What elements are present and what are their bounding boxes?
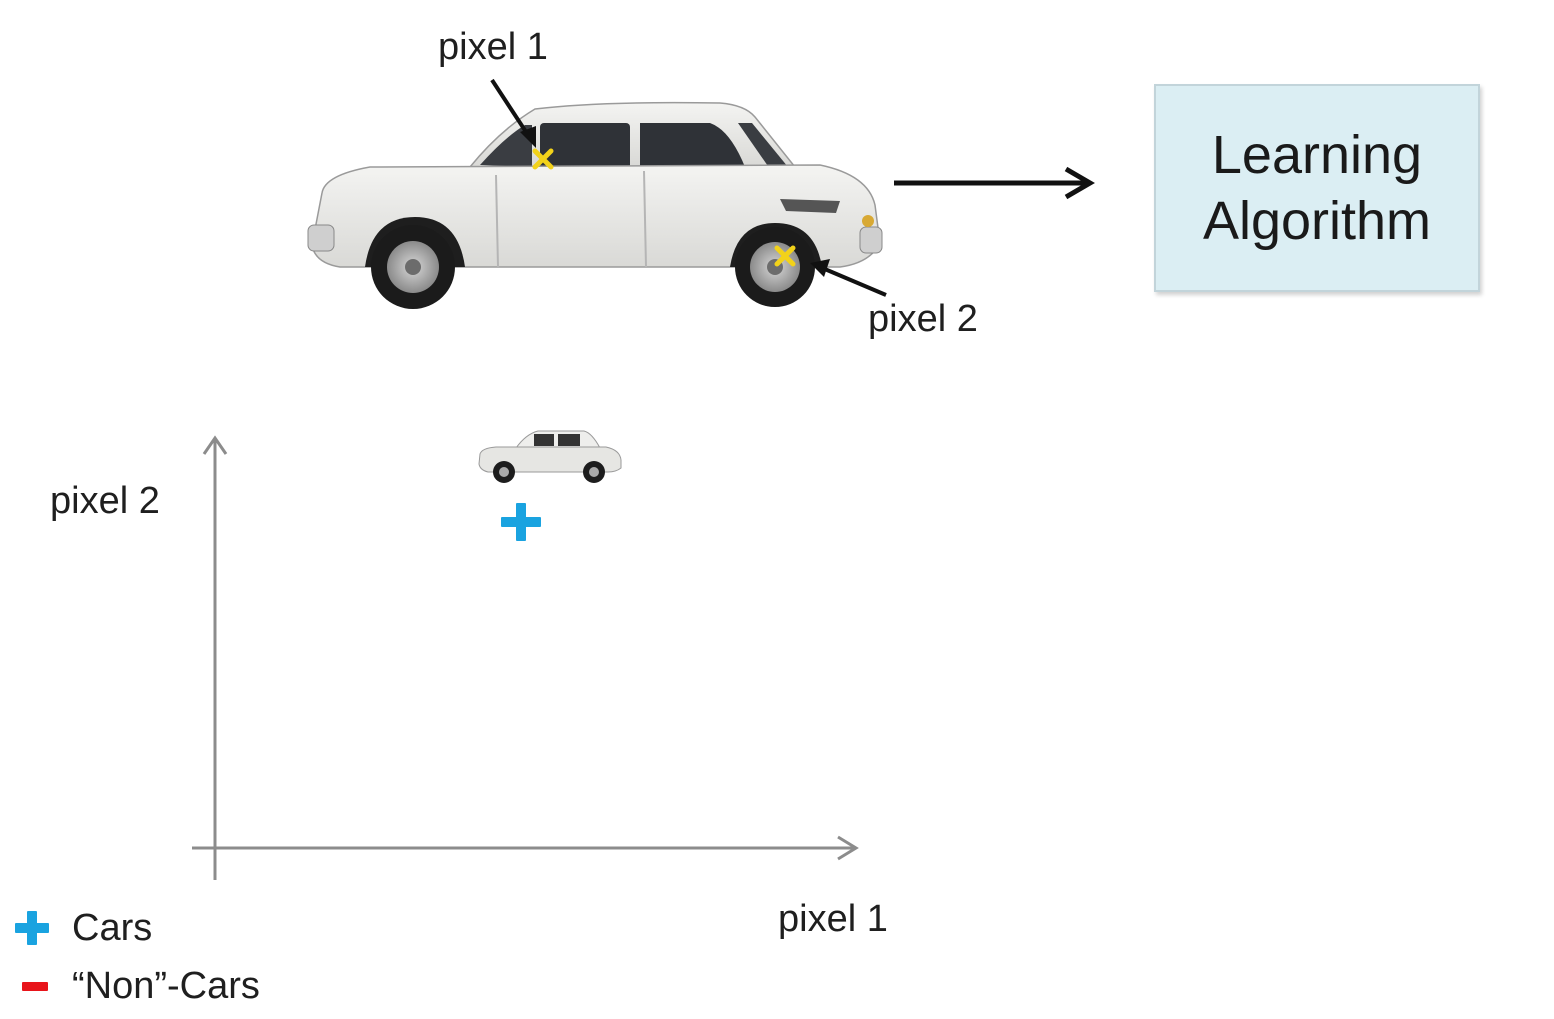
plus-icon	[501, 503, 541, 541]
pixel2-callout-label: pixel 2	[868, 298, 978, 340]
pixel1-pointer-arrow	[490, 78, 536, 148]
learning-algorithm-box: Learning Algorithm	[1154, 84, 1480, 292]
y-axis-label: pixel 2	[50, 480, 160, 522]
x-mark-icon	[532, 148, 554, 170]
minus-icon	[22, 982, 48, 991]
input-to-algorithm-arrow	[894, 166, 1095, 200]
legend-item-non-cars: “Non”-Cars	[14, 961, 260, 1011]
x-axis-label: pixel 1	[778, 898, 888, 940]
x-mark-icon	[774, 245, 796, 267]
y-axis-arrowhead	[202, 435, 228, 455]
legend-label-non-cars: “Non”-Cars	[72, 964, 260, 1007]
pixel1-callout-label: pixel 1	[438, 26, 548, 68]
pixel2-pointer-arrow	[810, 259, 887, 297]
car-image-large	[307, 101, 883, 309]
legend-item-cars: Cars	[14, 903, 152, 953]
legend-label-cars: Cars	[72, 906, 153, 949]
plus-icon	[15, 911, 49, 945]
learning-algorithm-label: Learning Algorithm	[1202, 125, 1432, 251]
x-axis-arrowhead	[837, 835, 859, 861]
car-icon	[478, 430, 622, 483]
plot-axes	[192, 435, 859, 880]
